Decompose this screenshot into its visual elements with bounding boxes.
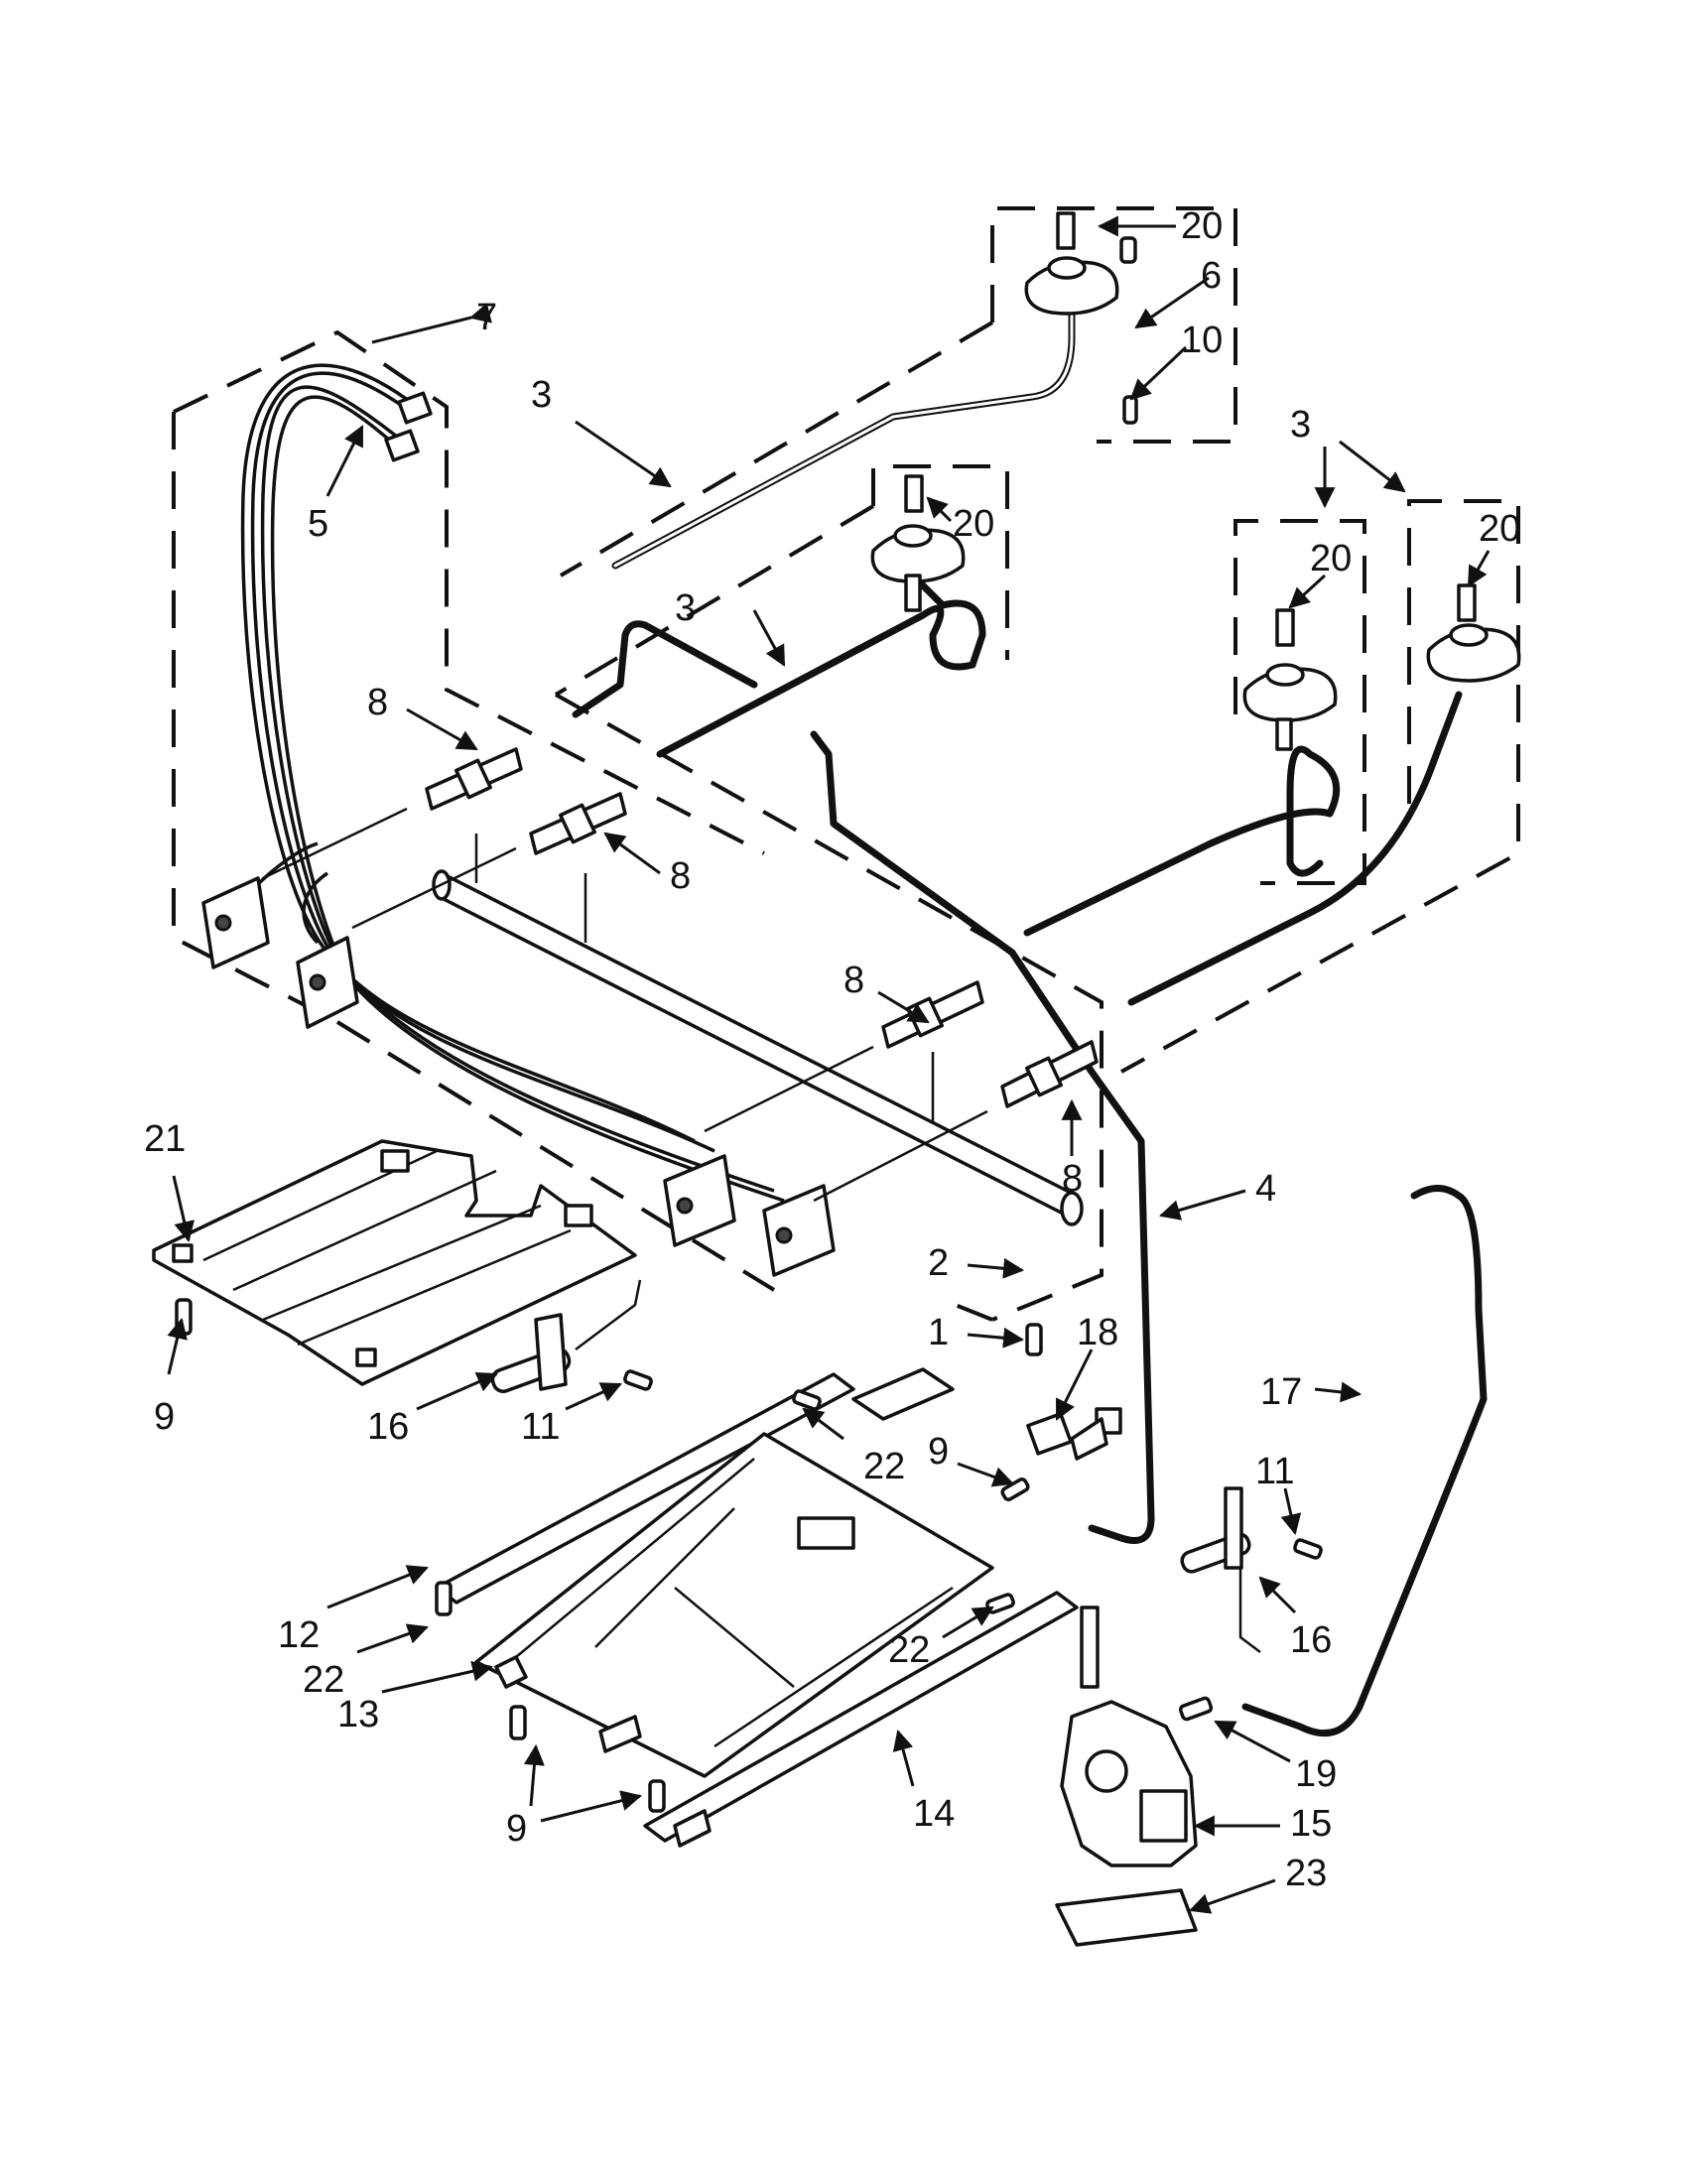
top-burner-bases xyxy=(870,211,1521,751)
switch-brackets xyxy=(201,876,836,1277)
callout-13: 13 xyxy=(337,1694,379,1735)
callout-15: 15 xyxy=(1290,1803,1332,1845)
callout-16b: 16 xyxy=(1290,1619,1332,1661)
oven-burner xyxy=(435,1372,1079,1848)
callout-8d: 8 xyxy=(1062,1158,1083,1200)
callout-8c: 8 xyxy=(844,960,864,1001)
burner-tubes xyxy=(572,309,1463,1544)
igniter-right xyxy=(1180,1486,1261,1653)
callout-11a: 11 xyxy=(521,1406,560,1448)
callout-20b: 20 xyxy=(953,503,994,545)
callout-12: 12 xyxy=(278,1614,320,1656)
callout-6: 6 xyxy=(1201,255,1222,297)
callout-17: 17 xyxy=(1260,1371,1302,1413)
callout-3b: 3 xyxy=(675,587,696,629)
callout-9a: 9 xyxy=(154,1396,175,1438)
callout-21: 21 xyxy=(144,1118,186,1160)
orifice-bracket xyxy=(851,1367,1122,1461)
callout-22c: 22 xyxy=(888,1629,930,1671)
oven-valve xyxy=(1055,1606,1198,1947)
callout-5: 5 xyxy=(308,503,328,545)
callout-23: 23 xyxy=(1285,1853,1327,1894)
callout-9c: 9 xyxy=(506,1808,527,1850)
dashed-outlines xyxy=(172,206,1520,1322)
callout-8a: 8 xyxy=(367,682,388,723)
callout-14: 14 xyxy=(913,1793,955,1835)
callout-1: 1 xyxy=(928,1312,949,1353)
callout-3a: 3 xyxy=(531,374,552,416)
igniter-left xyxy=(490,1279,642,1393)
callout-20a: 20 xyxy=(1181,205,1223,247)
callout-20d: 20 xyxy=(1479,508,1520,550)
heat-shield xyxy=(152,1139,637,1386)
callout-16a: 16 xyxy=(367,1406,409,1448)
callout-18: 18 xyxy=(1077,1312,1118,1353)
manifold xyxy=(432,834,1084,1226)
callout-9b: 9 xyxy=(928,1431,949,1473)
callout-4: 4 xyxy=(1255,1168,1276,1210)
callout-3c: 3 xyxy=(1290,404,1311,446)
callout-2: 2 xyxy=(928,1242,949,1284)
callouts: 20 6 10 7 5 3 3 20 3 20 20 8 8 8 8 4 xyxy=(144,205,1520,1914)
burner-valves xyxy=(262,747,1099,1203)
callout-8b: 8 xyxy=(670,855,691,897)
harness-connectors xyxy=(384,391,433,462)
callout-10: 10 xyxy=(1181,320,1223,361)
callout-22b: 22 xyxy=(303,1659,344,1701)
callout-7: 7 xyxy=(476,297,497,338)
callout-22a: 22 xyxy=(863,1446,905,1487)
wire-harness xyxy=(226,363,785,1203)
callout-20c: 20 xyxy=(1310,538,1352,579)
callout-11b: 11 xyxy=(1255,1451,1294,1492)
supply-tube xyxy=(1241,1185,1488,1737)
callout-19: 19 xyxy=(1295,1753,1337,1795)
